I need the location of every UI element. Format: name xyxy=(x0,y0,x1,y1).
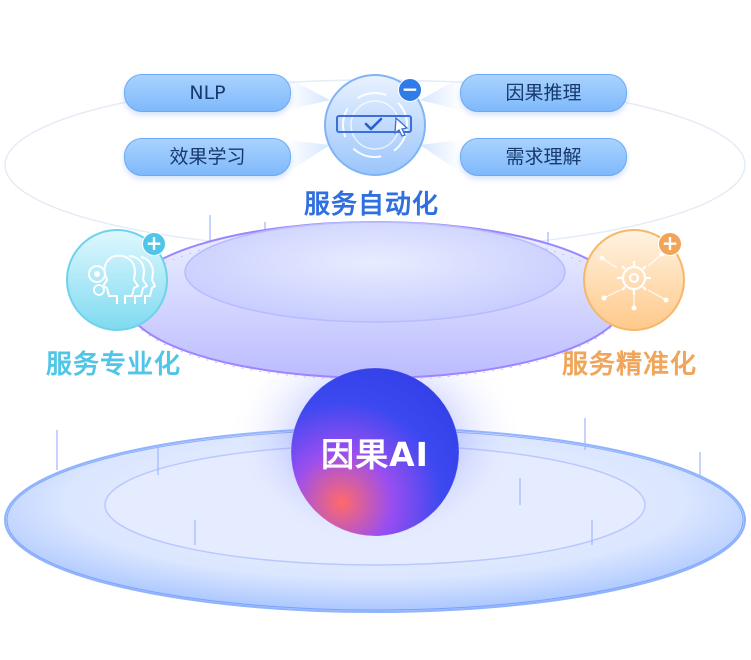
core-title: 因果AI xyxy=(321,435,429,474)
expand-badge-right[interactable]: + xyxy=(658,232,682,256)
checkbox-cursor-icon xyxy=(324,74,426,176)
collapse-badge[interactable]: − xyxy=(398,78,422,102)
pill-causal-inference[interactable]: 因果推理 xyxy=(460,74,627,112)
caption-service-automation: 服务自动化 xyxy=(304,190,440,220)
head-gears-icon xyxy=(66,229,168,331)
caption-service-specialization: 服务专业化 xyxy=(46,350,182,380)
specialization-node[interactable] xyxy=(65,228,169,332)
gear-network-icon xyxy=(583,229,685,331)
precision-node[interactable] xyxy=(582,228,686,332)
caption-service-precision: 服务精准化 xyxy=(562,350,698,380)
automation-node[interactable] xyxy=(323,73,427,177)
pill-requirement-understanding[interactable]: 需求理解 xyxy=(460,138,627,176)
pill-nlp[interactable]: NLP xyxy=(124,74,291,112)
expand-badge-left[interactable]: + xyxy=(142,232,166,256)
pill-effect-learning[interactable]: 效果学习 xyxy=(124,138,291,176)
